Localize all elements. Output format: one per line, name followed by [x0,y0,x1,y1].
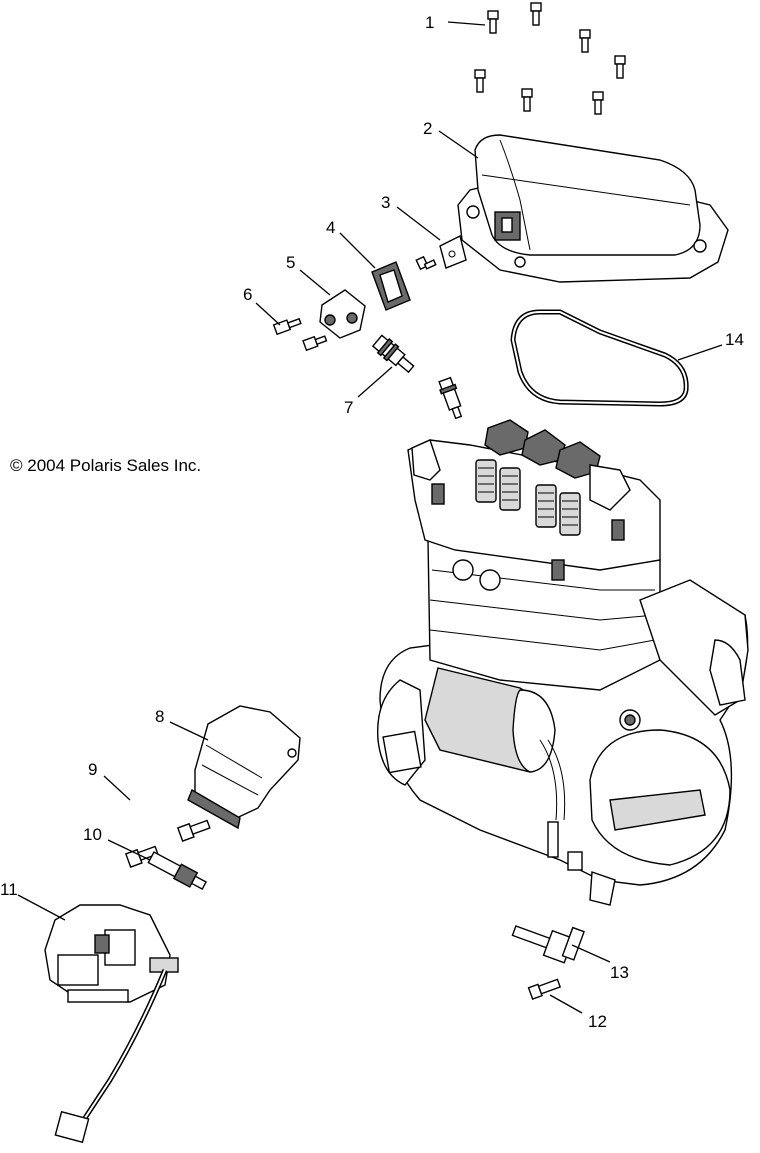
callout-14: 14 [725,330,744,349]
breather-plate [415,234,467,271]
valve-cover [457,134,729,283]
callout-8: 8 [155,707,164,726]
map-sensor [319,289,366,339]
callout-2: 2 [423,119,432,138]
sensor-bolts [272,317,328,352]
sensor-mount-bolt [527,978,562,1000]
callout-11: 11 [0,880,18,899]
engine-assembly [376,419,749,906]
valve-cover-bolts [474,2,626,115]
crank-position-sensor [511,925,585,964]
callout-13: 13 [610,963,629,982]
throttle-body [44,904,179,1144]
callout-3: 3 [381,193,390,212]
callout-10: 10 [83,825,102,844]
callout-12: 12 [588,1012,607,1031]
callout-6: 6 [243,285,252,304]
copyright-text: © 2004 Polaris Sales Inc. [10,456,201,475]
leader-lines [17,21,723,1014]
callout-7: 7 [344,398,353,417]
temperature-sensor [371,334,463,420]
throttle-body-adapter [187,705,301,830]
fuel-injector [147,851,207,890]
callout-5: 5 [286,253,295,272]
valve-cover-gasket [510,309,689,407]
callout-1: 1 [425,13,434,32]
callout-4: 4 [326,218,335,237]
sensor-gasket [371,261,411,311]
callout-numbers: 1 2 3 4 5 6 7 8 9 10 11 12 13 14 [0,13,744,1031]
callout-9: 9 [88,760,97,779]
